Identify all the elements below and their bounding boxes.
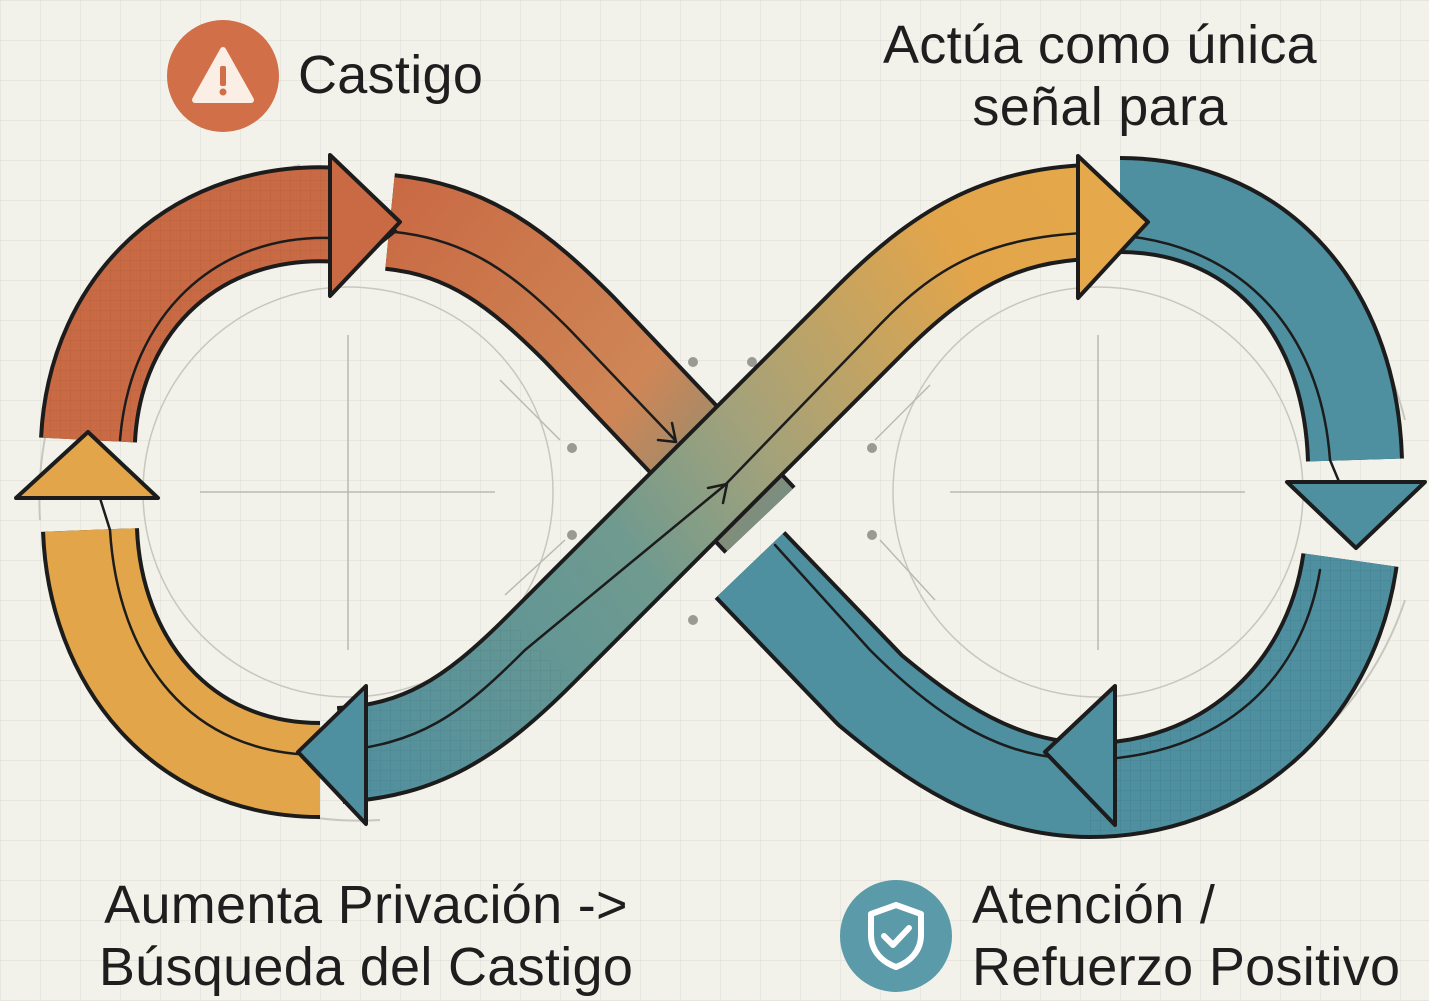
warning-badge (167, 20, 279, 132)
label-senal-line2: señal para (972, 77, 1228, 137)
arrowheads (14, 153, 1427, 827)
label-senal-line1: Actúa como única (882, 15, 1318, 75)
band-texture (44, 170, 1394, 834)
label-refuerzo-line1: Atención / (972, 875, 1216, 935)
label-privacion-line2: Búsqueda del Castigo (98, 937, 634, 997)
warning-icon (192, 47, 254, 103)
label-refuerzo: Atención / Refuerzo Positivo (972, 874, 1400, 998)
label-senal: Actúa como única señal para (870, 14, 1330, 138)
label-refuerzo-line2: Refuerzo Positivo (972, 937, 1401, 997)
label-castigo-text: Castigo (298, 45, 484, 105)
shield-badge (840, 880, 952, 992)
label-privacion-line1: Aumenta Privación -> (104, 875, 628, 935)
label-privacion: Aumenta Privación -> Búsqueda del Castig… (86, 874, 646, 998)
construction-lines (38, 164, 1406, 826)
inner-guide-lines (86, 228, 1357, 762)
shield-check-icon (868, 902, 924, 970)
label-castigo: Castigo (298, 44, 483, 106)
